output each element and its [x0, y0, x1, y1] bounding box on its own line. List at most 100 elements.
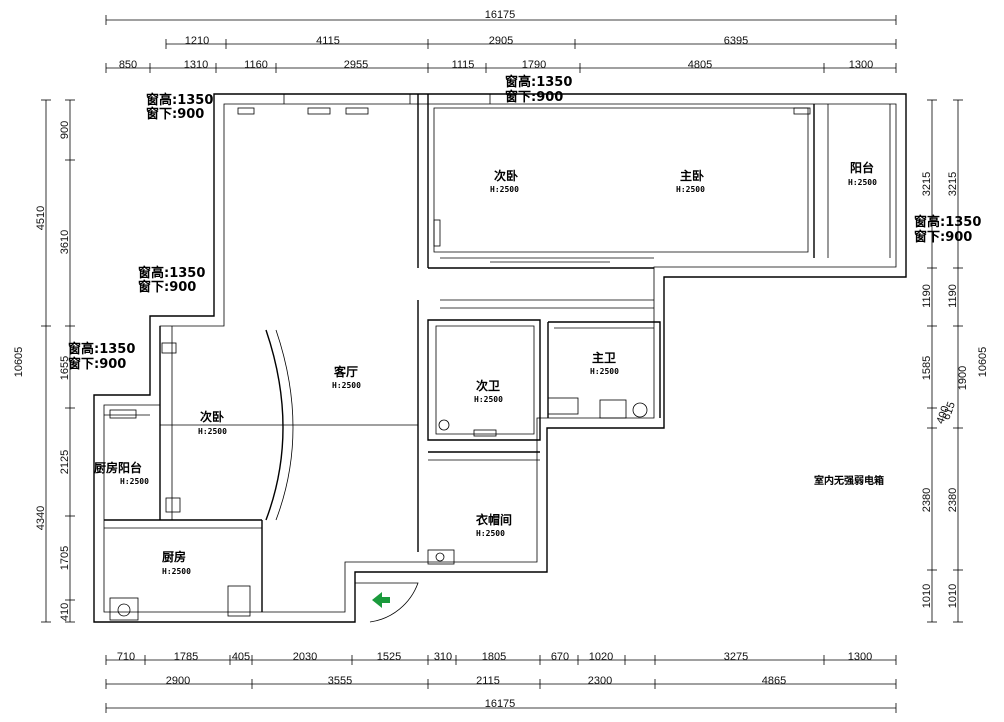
dim-left-inner-1: 3610 [59, 230, 71, 254]
window-3-sill: 窗下:900 [68, 356, 126, 372]
dim-right-inner-4: 2380 [921, 488, 933, 512]
dim-right-inner-2: 1585 [921, 356, 933, 380]
dim-top-r1-1: 4115 [316, 35, 340, 47]
room-8-height: H:2500 [162, 567, 191, 576]
radiator-1 [237, 107, 255, 115]
dim-left-outer-2: 4340 [35, 506, 47, 530]
window-1-height: 窗高:1350 [505, 74, 572, 90]
window-4-sill: 窗下:900 [914, 229, 972, 245]
dim-bot-r1-2: 405 [232, 651, 250, 663]
room-0-name: 次卧 [494, 168, 518, 183]
dim-bot-r2-2: 2115 [476, 675, 500, 687]
dim-top-r1-3: 6395 [724, 35, 748, 47]
dim-right-inner-1: 1190 [921, 284, 933, 308]
room-6-height: H:2500 [590, 367, 619, 376]
room-0-height: H:2500 [490, 185, 519, 194]
dim-top-r2-2: 1160 [244, 59, 268, 71]
dim-left-outer-1: 10605 [13, 347, 25, 378]
top-dimensions: 16175 1210 4115 2905 6395 850 1310 1160 … [105, 9, 897, 73]
window-4-height: 窗高:1350 [914, 214, 981, 230]
dim-right-inner-0: 3215 [921, 172, 933, 196]
cloakroom-unit [427, 549, 455, 565]
dim-bot-r1-3: 2030 [293, 651, 317, 663]
dim-right-outer-3: 10605 [977, 347, 989, 378]
window-1-sill: 窗下:900 [505, 89, 563, 105]
room-1-height: H:2500 [676, 185, 705, 194]
dim-bot-r2-4: 4865 [762, 675, 786, 687]
dim-top-r2-4: 1115 [452, 59, 475, 71]
radiator-4 [793, 107, 811, 115]
balcony-cabinet [109, 409, 137, 419]
dim-right-outer-1: 1190 [947, 284, 959, 308]
entrance-arrow-icon [372, 592, 390, 608]
dim-right-outer-5: 1010 [947, 584, 959, 608]
window-0-sill: 窗下:900 [146, 106, 204, 122]
bottom-dimensions: 710 1785 405 2030 1525 310 1805 670 1020… [105, 651, 897, 713]
dim-bot-r1-6: 1805 [482, 651, 506, 663]
electric-box [161, 342, 177, 354]
cloakroom-floor-drain [435, 552, 445, 562]
room-9-height: H:2500 [476, 529, 505, 538]
room-2-height: H:2500 [848, 178, 877, 187]
no-electrical-box-note: 室内无强弱电箱 [814, 474, 884, 487]
room-1-name: 主卧 [680, 168, 704, 183]
bedroom-fixture [165, 497, 181, 513]
master-bath-basin [632, 402, 648, 418]
dim-right-extra: 615 [940, 400, 958, 421]
kitchen-appliance [227, 585, 251, 617]
dim-bot-r1-0: 710 [117, 651, 135, 663]
dim-bot-r2-3: 2300 [588, 675, 612, 687]
window-0-height: 窗高:1350 [146, 92, 213, 108]
dim-left-inner-5: 410 [59, 603, 71, 621]
room-5-height: H:2500 [474, 395, 503, 404]
entrance-door [355, 582, 419, 623]
room-5-name: 次卫 [476, 378, 500, 393]
window-labels: 窗高:1350 窗下:900 窗高:1350 窗下:900 窗高:1350 窗下… [68, 74, 981, 372]
dim-top-r2-1: 1310 [184, 59, 208, 71]
room-9-name: 衣帽间 [476, 512, 512, 527]
right-dimensions: 3215 1190 1585 400 2380 1010 3215 1190 1… [921, 99, 989, 623]
room-3-name: 客厅 [333, 364, 358, 379]
room-2-name: 阳台 [850, 160, 874, 175]
dim-bot-r1-10: 1300 [848, 651, 872, 663]
master-bath-tub [547, 397, 579, 415]
dim-bottom-total: 16175 [485, 698, 516, 710]
room-3-height: H:2500 [332, 381, 361, 390]
radiator-3 [345, 107, 369, 115]
dim-top-r1-0: 1210 [185, 35, 209, 47]
washer-drum [117, 603, 131, 617]
dim-right-outer-4: 2380 [947, 488, 959, 512]
dim-left-outer-0: 4510 [35, 206, 47, 230]
room-7-name: 厨房阳台 [94, 460, 142, 475]
dim-left-inner-4: 1705 [59, 546, 71, 570]
dim-top-total: 16175 [485, 9, 516, 21]
dim-right-outer-0: 3215 [947, 172, 959, 196]
dim-bot-r1-1: 1785 [174, 651, 198, 663]
dim-top-r2-7: 1300 [849, 59, 873, 71]
window-2-sill: 窗下:900 [138, 279, 196, 295]
radiator-6 [473, 429, 497, 437]
room-4-height: H:2500 [198, 427, 227, 436]
room-labels: 次卧 H:2500 主卧 H:2500 阳台 H:2500 客厅 H:2500 … [94, 160, 877, 576]
dim-top-r2-6: 4805 [688, 59, 712, 71]
fixtures [109, 107, 811, 623]
dim-bot-r1-7: 670 [551, 651, 569, 663]
window-3-height: 窗高:1350 [68, 341, 135, 357]
dim-bot-r2-1: 3555 [328, 675, 352, 687]
dim-top-r2-0: 850 [119, 59, 137, 71]
washing-machine [109, 597, 139, 621]
room-7-height: H:2500 [120, 477, 149, 486]
dim-bot-r1-4: 1525 [377, 651, 401, 663]
room-6-name: 主卫 [592, 350, 616, 365]
window-2-height: 窗高:1350 [138, 265, 205, 281]
dim-top-r2-5: 1790 [522, 59, 546, 71]
dim-right-outer-2: 1900 [957, 366, 969, 390]
dim-left-inner-2: 1655 [59, 356, 71, 380]
dim-right-inner-3: 400 [934, 404, 952, 425]
dim-right-inner-5: 1010 [921, 584, 933, 608]
room-8-name: 厨房 [162, 549, 186, 564]
dim-top-r1-2: 2905 [489, 35, 513, 47]
dim-top-r2-3: 2955 [344, 59, 368, 71]
room-4-name: 次卧 [200, 409, 224, 424]
